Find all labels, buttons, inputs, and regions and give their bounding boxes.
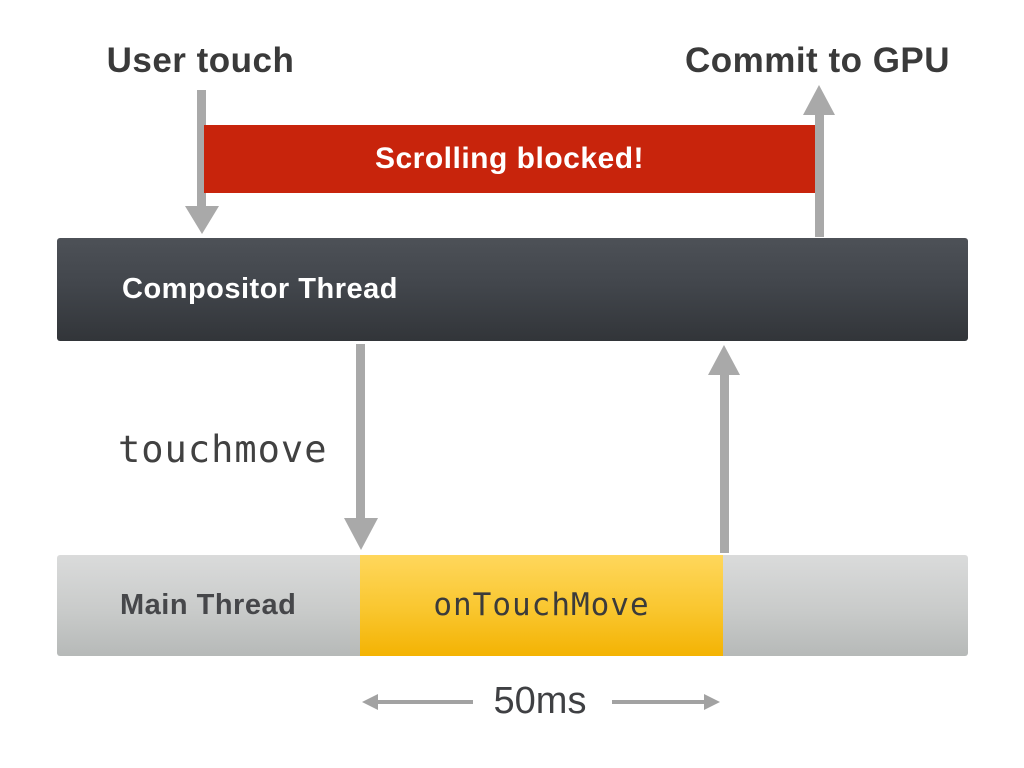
compositor-thread-bar: Compositor Thread [57, 238, 968, 341]
arrow-shaft [815, 113, 824, 237]
duration-left-arrow-icon [362, 694, 378, 710]
arrow-shaft [356, 344, 365, 518]
duration-label: 50ms [493, 680, 587, 722]
duration-right-arrow-icon [704, 694, 720, 710]
arrow-shaft [720, 373, 729, 553]
arrow-down-head-icon [185, 206, 219, 234]
scrolling-blocked-label: Scrolling blocked! [374, 142, 645, 175]
arrow-up-head-icon [803, 85, 835, 115]
commit-to-gpu-label: Commit to GPU [684, 41, 951, 80]
duration-right-line [612, 700, 704, 704]
arrow-shaft [197, 90, 206, 206]
main-thread-bar: Main Thread onTouchMove [57, 555, 968, 656]
arrow-up-head-icon [708, 345, 740, 375]
compositor-thread-label: Compositor Thread [122, 273, 398, 305]
user-touch-label: User touch [106, 41, 295, 80]
ontouchmove-task-label: onTouchMove [433, 587, 650, 623]
main-thread-label: Main Thread [120, 589, 297, 621]
arrow-down-head-icon [344, 518, 378, 550]
touchmove-event-label: touchmove [118, 428, 328, 471]
scrolling-blocked-banner: Scrolling blocked! [204, 125, 815, 193]
duration-left-line [377, 700, 473, 704]
ontouchmove-task-block: onTouchMove [360, 555, 723, 656]
